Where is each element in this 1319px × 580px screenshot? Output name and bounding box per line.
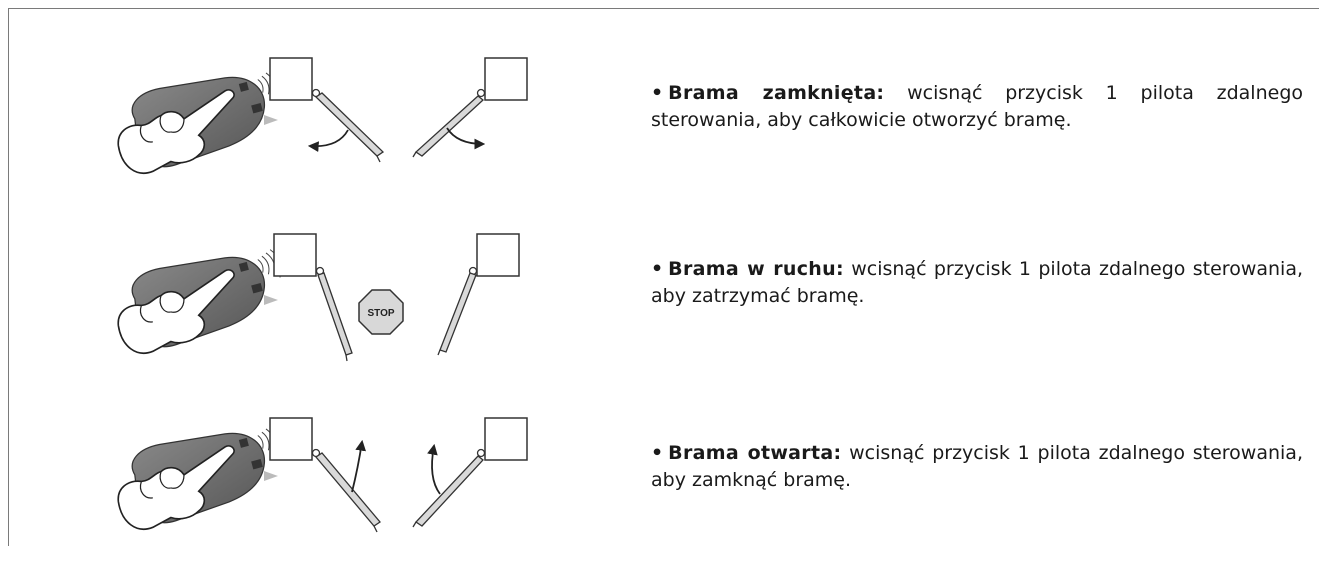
step-instruction-closed: •Brama zamknięta: wcisnąć przycisk 1 pil… <box>651 80 1303 134</box>
right-open-arrow-icon <box>446 127 486 150</box>
left-pillar-icon <box>269 417 313 461</box>
step-row-moving: STOP •Brama w ruchu: wcisnąć przycisk 1 … <box>0 228 1319 398</box>
right-pillar-icon <box>484 417 528 461</box>
step-instruction-moving: •Brama w ruchu: wcisnąć przycisk 1 pilot… <box>651 256 1303 310</box>
right-gate-leaf-icon <box>415 455 484 527</box>
right-pillar-icon <box>476 233 520 277</box>
left-gate-leaf-icon <box>317 272 353 356</box>
right-pillar-icon <box>484 57 528 101</box>
right-gate-leaf-icon <box>414 95 484 157</box>
left-pillar-icon <box>273 233 317 277</box>
frame-left-line <box>8 8 9 546</box>
frame-top-line <box>8 8 1319 9</box>
gate-closing-illustration <box>117 417 528 533</box>
bullet: • <box>651 258 664 280</box>
left-gate-leaf-icon <box>315 452 381 527</box>
instruction-text: wcisnąć przycisk 1 pilota zdalnego stero… <box>651 442 1303 491</box>
step-row-open: •Brama otwarta: wcisnąć przycisk 1 pilot… <box>0 410 1319 580</box>
left-gate-leaf-icon <box>314 92 385 157</box>
stop-sign-icon: STOP <box>358 289 404 335</box>
instruction-text: wcisnąć przycisk 1 pilota zdalnego stero… <box>651 82 1304 131</box>
left-open-arrow-icon <box>307 129 349 152</box>
gate-stop-illustration: STOP <box>117 233 520 362</box>
right-hinge-icon <box>476 88 486 98</box>
stop-sign-label: STOP <box>367 308 394 319</box>
step-instruction-open: •Brama otwarta: wcisnąć przycisk 1 pilot… <box>651 440 1303 494</box>
bullet: • <box>651 82 664 104</box>
state-label: Brama w ruchu: <box>668 258 844 280</box>
right-hinge-icon <box>476 448 486 458</box>
left-pillar-icon <box>269 57 313 101</box>
bullet: • <box>651 442 664 464</box>
right-gate-leaf-icon <box>439 272 477 353</box>
state-label: Brama otwarta: <box>668 442 842 464</box>
right-close-arrow-icon <box>427 443 441 495</box>
state-label: Brama zamknięta: <box>668 82 885 104</box>
step-row-closed: •Brama zamknięta: wcisnąć przycisk 1 pil… <box>0 50 1319 220</box>
gate-opening-illustration <box>117 57 528 174</box>
left-close-arrow-icon <box>351 439 367 493</box>
instruction-text: wcisnąć przycisk 1 pilota zdalnego stero… <box>651 258 1303 307</box>
